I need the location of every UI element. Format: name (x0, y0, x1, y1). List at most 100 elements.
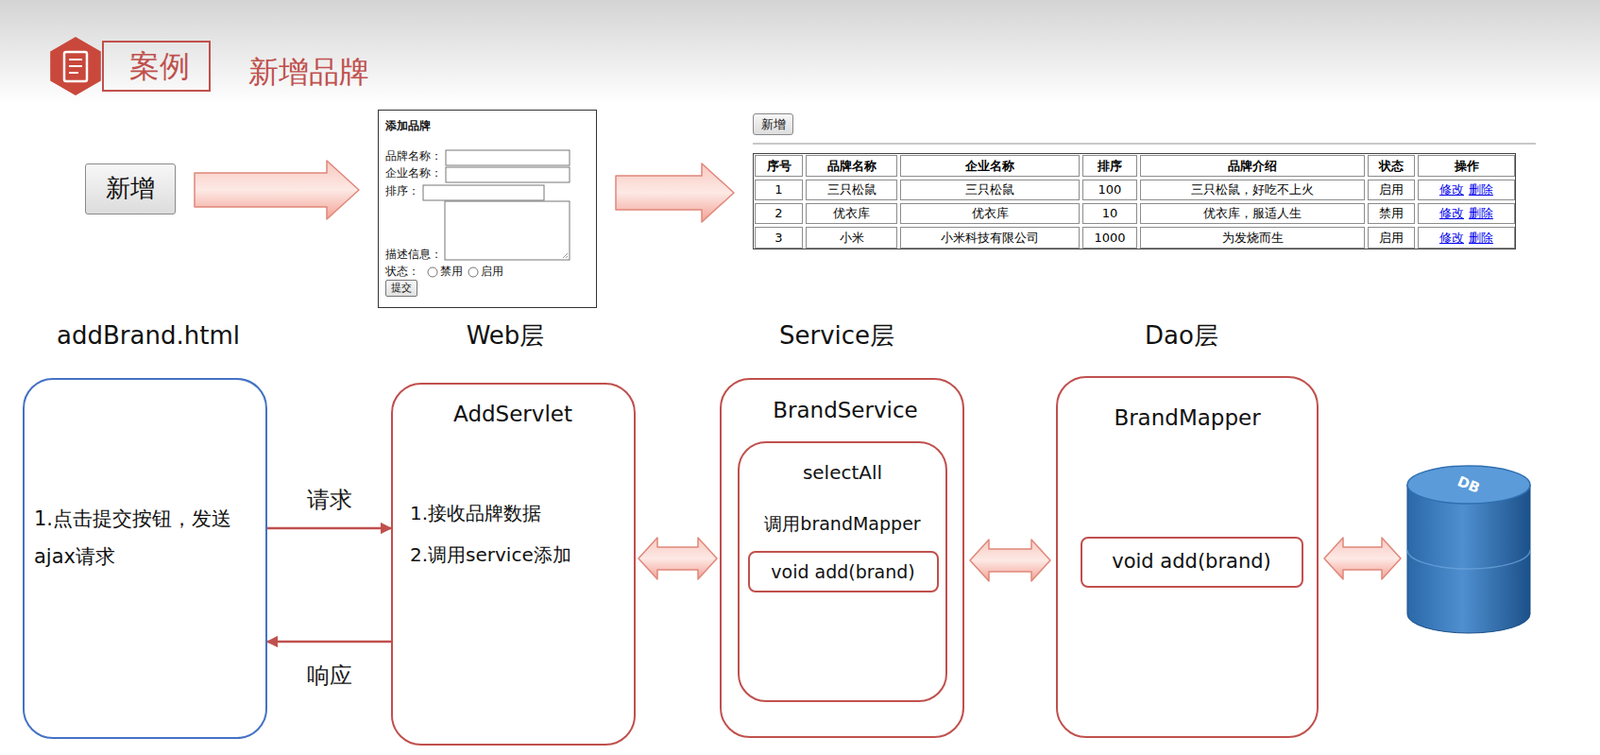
radio-label: 禁用 (440, 265, 463, 279)
block-arrow (615, 163, 734, 222)
table-cell: 三只松鼠 (805, 179, 898, 201)
resize-grip (562, 253, 568, 258)
column-header: 排序 (1097, 158, 1123, 174)
table-cell: 品牌介绍 (1140, 154, 1365, 177)
table-cell: 排序 (1082, 154, 1138, 177)
table-cell: 品牌名称 (805, 154, 898, 177)
step-text: 1.点击提交按钮，发送ajax请求 (34, 499, 256, 576)
text-input (445, 150, 570, 166)
table-cell: 修改删除 (1417, 226, 1515, 249)
layer-heading: Service层 (779, 321, 895, 351)
table-cell: 小米科技有限公司 (900, 226, 1080, 249)
method-label: selectAll (802, 460, 883, 484)
table-cell: 3 (754, 226, 803, 249)
table-cell: 状态 (1367, 154, 1415, 177)
radio-button (427, 267, 438, 277)
cell-text: 10 (1102, 205, 1119, 222)
table-cell: 三只松鼠，好吃不上火 (1140, 179, 1365, 201)
document-symbol (64, 51, 87, 82)
block-arrow (194, 160, 359, 220)
cell-text: 小米 (839, 230, 865, 246)
document-symbol (68, 71, 79, 74)
radio-button (468, 267, 478, 277)
column-header: 品牌名称 (827, 158, 877, 174)
service-box: Service层BrandServiceselectAll调用brandMapp… (719, 377, 965, 738)
tag-label: 案例 (129, 48, 190, 85)
cell-text: 启用 (1378, 230, 1404, 246)
action-link: 修改 (1439, 205, 1464, 222)
cell-text: 优衣库，服适人生 (1203, 205, 1302, 222)
cell-text: 3 (774, 230, 783, 246)
method-group: selectAll调用brandMappervoid add(brand) (737, 441, 948, 702)
cell-text: 1000 (1093, 230, 1125, 246)
case-icon (50, 36, 102, 96)
table-cell: 禁用 (1367, 203, 1415, 224)
cylinder-body (1407, 484, 1531, 633)
step-text: 1.接收品牌数据 (409, 501, 542, 525)
button-label: 提交 (391, 281, 412, 294)
table-cell: 10 (1082, 203, 1138, 224)
cell-text: 优衣库 (971, 205, 1009, 222)
cell-text: 三只松鼠，好吃不上火 (1191, 182, 1314, 198)
table-cell: 修改删除 (1417, 203, 1515, 224)
cell-text: 小米科技有限公司 (940, 230, 1039, 246)
case-tag: 案例 (102, 40, 211, 92)
table-cell: 1 (754, 179, 803, 201)
action-link: 删除 (1468, 182, 1494, 198)
method-label: void add(brand) (770, 560, 915, 582)
table-cell: 2 (754, 203, 803, 224)
layer-heading: Web层 (466, 321, 545, 351)
form-label: 状态： (385, 265, 420, 279)
method-box: void add(brand) (748, 550, 939, 593)
table-cell: 企业名称 (900, 154, 1080, 177)
button-label: 新增 (761, 117, 786, 133)
flow-arrow (267, 527, 392, 530)
divider-line (752, 142, 1536, 145)
page-heading: addBrand.html (56, 321, 240, 351)
page-box: addBrand.html1.点击提交按钮，发送ajax请求 (22, 377, 268, 739)
add-button: 新增 (752, 113, 794, 136)
table-cell: 为发烧而生 (1140, 226, 1365, 249)
table-cell: 优衣库 (805, 203, 898, 224)
cell-text: 三只松鼠 (965, 182, 1015, 198)
cell-text: 1 (774, 182, 783, 198)
box-title: AddServlet (453, 401, 573, 428)
block-arrow (1324, 537, 1401, 579)
action-link: 删除 (1468, 205, 1494, 222)
action-link: 删除 (1468, 230, 1494, 246)
text-area (444, 201, 570, 260)
table-cell: 启用 (1367, 226, 1415, 249)
table-cell: 修改删除 (1417, 179, 1515, 201)
document-symbol (68, 58, 83, 61)
cell-text: 100 (1098, 182, 1123, 198)
step-text: 2.调用service添加 (409, 543, 572, 566)
method-label: void add(brand) (1111, 549, 1272, 574)
action-link: 修改 (1439, 182, 1464, 198)
flow-arrow (267, 640, 392, 644)
form-label: 排序： (385, 185, 420, 199)
mapper-box: Dao层BrandMappervoid add(brand) (1055, 375, 1319, 738)
submit-button: 提交 (385, 279, 418, 297)
column-header: 操作 (1454, 158, 1480, 174)
cell-text: 为发烧而生 (1222, 230, 1284, 246)
cell-text: 启用 (1378, 182, 1404, 198)
box-title: BrandMapper (1113, 405, 1260, 432)
form-panel: 添加品牌品牌名称：企业名称：排序：描述信息：状态：禁用启用提交 (377, 109, 597, 308)
cylinder-top (1407, 465, 1531, 504)
table-cell: 100 (1082, 179, 1138, 201)
table-cell: 1000 (1082, 226, 1138, 249)
form-label: 描述信息： (385, 248, 443, 262)
block-arrow (638, 537, 717, 579)
block-arrow (970, 539, 1051, 581)
radio-label: 启用 (480, 265, 504, 279)
form-label: 企业名称： (385, 167, 443, 181)
table-cell: 三只松鼠 (900, 179, 1080, 201)
table-cell: 启用 (1367, 179, 1415, 201)
box-title: BrandService (772, 397, 919, 425)
layer-heading: Dao层 (1144, 321, 1219, 351)
table-panel: 序号 品牌名称 企业名称 排序 品牌介绍状态 操作 1 三只松鼠 三只松鼠 100 三只松鼠，好吃不… (752, 113, 1536, 252)
column-header: 序号 (766, 158, 792, 174)
table-cell: 小米 (805, 226, 898, 249)
edge-label: 响应 (304, 662, 356, 690)
table-cell: 序号 (754, 154, 803, 177)
